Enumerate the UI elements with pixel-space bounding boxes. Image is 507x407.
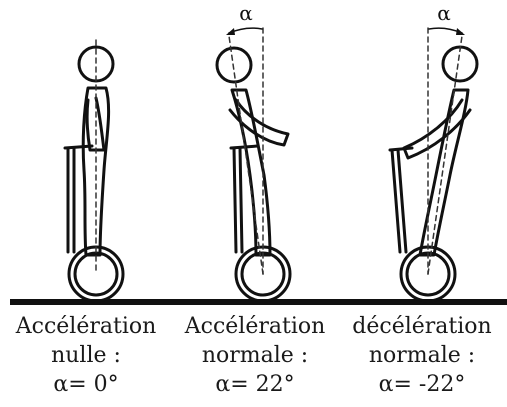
caption-figure-3: décélération normale : α= -22° <box>337 312 507 399</box>
rider-arm <box>85 96 106 152</box>
rider-head <box>215 46 253 84</box>
caption-line-2: nulle : <box>51 343 121 368</box>
rider-head <box>441 45 479 83</box>
angle-label-3: α <box>437 1 451 25</box>
angle-arrowhead <box>456 28 465 35</box>
caption-figure-1: Accélération nulle : α= 0° <box>1 312 171 399</box>
caption-line-2: normale : <box>201 343 309 368</box>
segway-figure-1 <box>63 39 125 303</box>
caption-line-1: Accélération <box>15 314 157 339</box>
caption-line-1: Accélération <box>184 314 326 339</box>
tilt-axis <box>228 35 264 275</box>
handlebar-column <box>388 146 414 254</box>
rider-arm <box>402 98 472 160</box>
caption-line-3: α= -22° <box>378 372 466 397</box>
wheel-inner <box>73 251 119 297</box>
handlebar-column <box>63 144 94 254</box>
segway-figure-2 <box>215 27 292 303</box>
caption-line-2: normale : <box>368 343 476 368</box>
rider-body <box>418 88 470 257</box>
angle-arrowhead <box>226 28 235 35</box>
angle-label-2: α <box>239 1 253 25</box>
tilt-axis <box>427 35 463 275</box>
rider-body <box>81 86 111 257</box>
caption-figure-2: Accélération normale : α= 22° <box>170 312 340 399</box>
rider-arm <box>228 98 290 147</box>
caption-line-3: α= 22° <box>215 372 295 397</box>
caption-line-3: α= 0° <box>53 372 119 397</box>
caption-line-1: décélération <box>352 314 492 339</box>
segway-figure-3 <box>388 27 479 303</box>
